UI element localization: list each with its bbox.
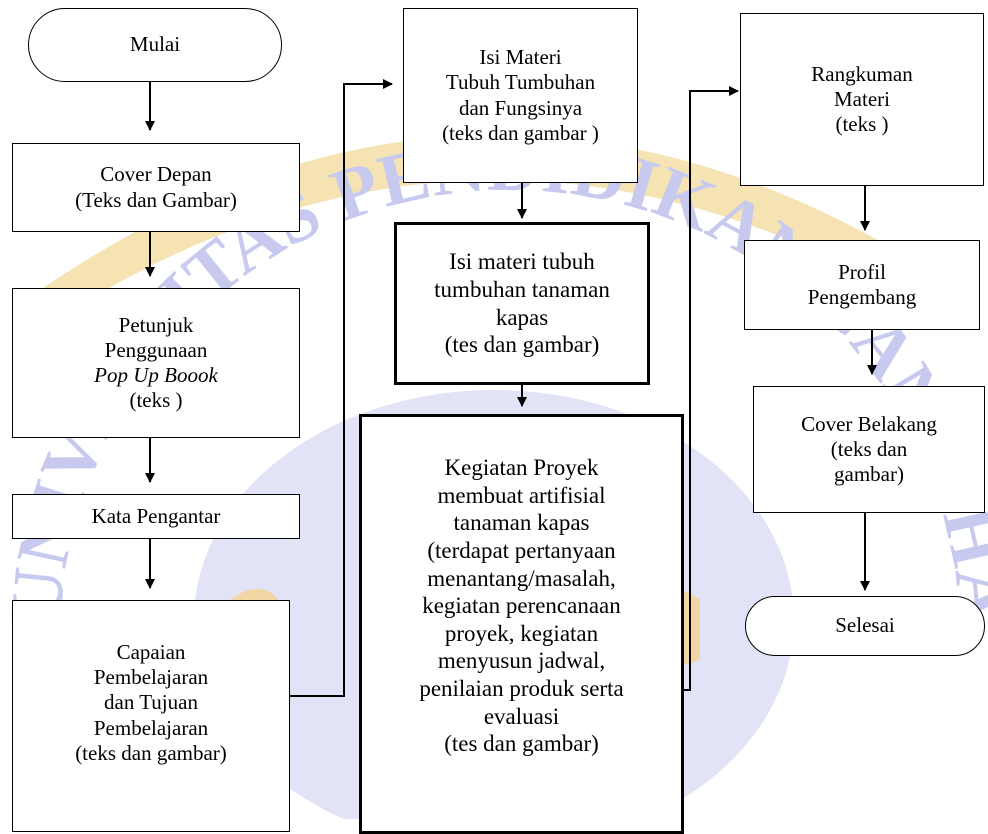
end-node-selesai: Selesai bbox=[745, 596, 985, 656]
node-isi-materi-line-3: dan Fungsinya bbox=[458, 95, 583, 120]
node-isi-materi-line-4: (teks dan gambar ) bbox=[442, 120, 599, 145]
node-cover-depan: Cover Depan(Teks dan Gambar) bbox=[12, 143, 300, 232]
node-profil-pengembang-line-1: Profil bbox=[838, 259, 886, 284]
node-rangkuman-materi-line-2: Materi bbox=[834, 86, 890, 111]
node-rangkuman-materi-line-1: Rangkuman bbox=[811, 61, 913, 86]
node-isi-materi-kapas-line-3: kapas bbox=[495, 304, 549, 330]
node-kegiatan-proyek-line-2: membuat artifisial bbox=[437, 482, 606, 508]
petunjuk-line-1: Petunjuk bbox=[118, 312, 194, 337]
node-kegiatan-proyek-line-7: proyek, kegiatan bbox=[444, 620, 599, 646]
node-cover-depan-line-1: Cover Depan bbox=[100, 162, 212, 187]
petunjuk-line-4: (teks ) bbox=[129, 388, 183, 413]
node-isi-materi-kapas-line-1: Isi materi tubuh bbox=[449, 249, 595, 275]
node-capaian-pembelajaran-line-1: Capaian bbox=[116, 640, 186, 665]
petunjuk-line-2: Penggunaan bbox=[104, 337, 208, 362]
node-capaian-pembelajaran-line-2: Pembelajaran bbox=[93, 665, 209, 690]
node-kata-pengantar: Kata Pengantar bbox=[12, 494, 300, 539]
node-isi-materi-line-1: Isi Materi bbox=[479, 45, 562, 70]
node-kegiatan-proyek-line-4: (terdapat pertanyaan bbox=[427, 538, 616, 564]
node-profil-pengembang-line-2: Pengembang bbox=[807, 285, 917, 309]
start-node-mulai: Mulai bbox=[28, 8, 282, 82]
start-node-mulai-line-1: Mulai bbox=[129, 32, 181, 57]
node-kegiatan-proyek-line-10: evaluasi bbox=[483, 703, 560, 729]
petunjuk-line-3: Pop Up Boook bbox=[94, 363, 218, 387]
node-kegiatan-proyek-line-11: (tes dan gambar) bbox=[444, 731, 599, 757]
node-capaian-pembelajaran-line-5: (teks dan gambar) bbox=[75, 740, 227, 765]
node-kata-pengantar-line-1: Kata Pengantar bbox=[91, 503, 221, 528]
node-capaian-pembelajaran-line-4: Pembelajaran bbox=[93, 715, 209, 740]
node-cover-depan-line-2: (Teks dan Gambar) bbox=[75, 187, 237, 212]
node-kegiatan-proyek-line-9: penilaian produk serta bbox=[419, 675, 624, 701]
node-kegiatan-proyek-line-6: kegiatan perencanaan bbox=[422, 593, 621, 619]
node-isi-materi-kapas-line-2: tumbuhan tanaman bbox=[434, 276, 610, 302]
node-kegiatan-proyek-line-3: tanaman kapas bbox=[453, 510, 590, 536]
node-rangkuman-materi-line-3: (teks ) bbox=[835, 112, 889, 137]
node-kegiatan-proyek-line-8: menyusun jadwal, bbox=[437, 648, 606, 674]
node-cover-belakang-line-2: (teks dan bbox=[830, 436, 908, 461]
node-kegiatan-proyek-line-1: Kegiatan Proyek bbox=[444, 455, 599, 481]
node-cover-belakang-line-1: Cover Belakang bbox=[801, 411, 937, 436]
end-node-selesai-line-1: Selesai bbox=[835, 613, 895, 638]
node-petunjuk-penggunaan: Petunjuk Penggunaan Pop Up Boook (teks ) bbox=[12, 288, 300, 438]
node-kegiatan-proyek-line-5: menantang/masalah, bbox=[427, 565, 616, 591]
node-capaian-pembelajaran-line-3: dan Tujuan bbox=[104, 690, 198, 715]
node-cover-belakang-line-3: gambar) bbox=[834, 462, 904, 487]
node-isi-materi-line-2: Tubuh Tumbuhan bbox=[445, 70, 596, 95]
node-isi-materi-kapas-line-4: (tes dan gambar) bbox=[444, 332, 600, 358]
